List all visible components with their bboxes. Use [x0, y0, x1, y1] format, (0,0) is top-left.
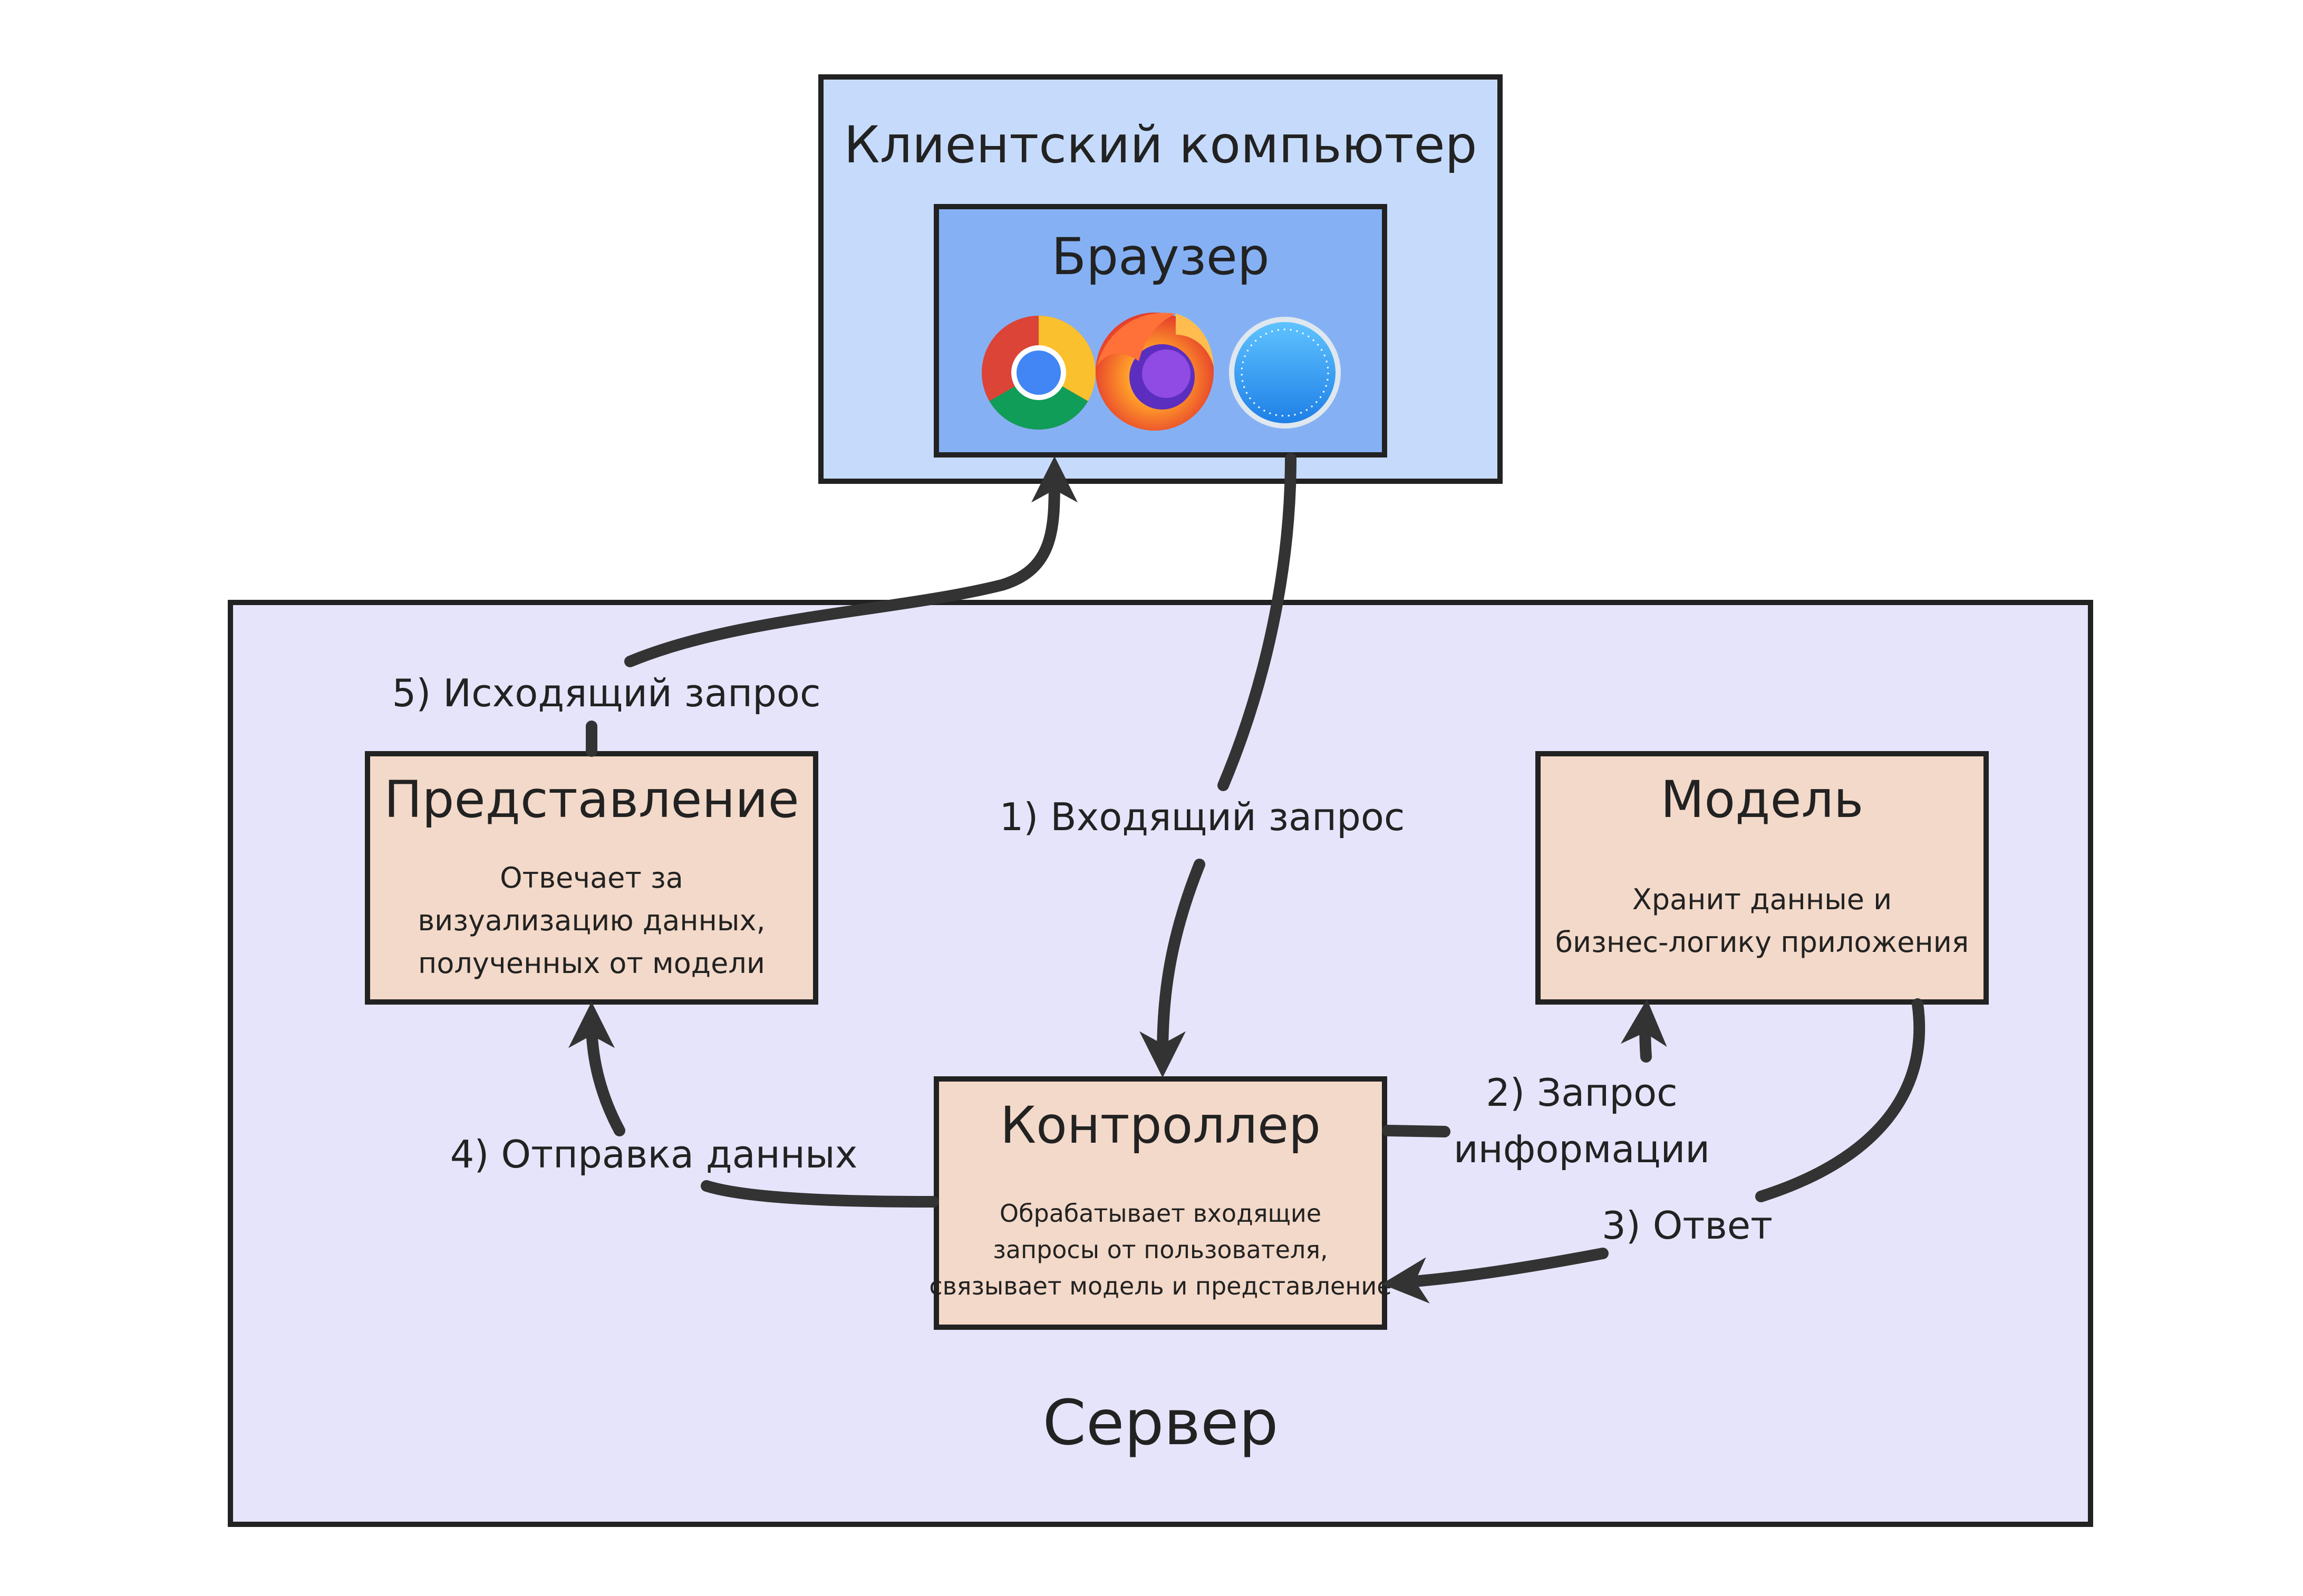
- chrome-icon: [982, 316, 1096, 430]
- edge-incoming-request: [1217, 453, 1296, 791]
- view-desc-line: Отвечает за: [500, 861, 683, 894]
- edge-info-request: [1382, 1125, 1450, 1137]
- firefox-icon: [1096, 313, 1214, 431]
- edge-outgoing-request-upper: [624, 456, 1078, 667]
- model-box: [1535, 751, 1989, 1005]
- edge-info-request-head: [1620, 999, 1667, 1063]
- edge-response: [1755, 998, 1925, 1202]
- safari-icon: [1229, 317, 1341, 429]
- edge-label-response: 3) Ответ: [1602, 1203, 1773, 1248]
- edge-label-info-request: информации: [1454, 1127, 1710, 1171]
- edge-send-data: [701, 1180, 939, 1208]
- edge-label-info-request: 2) Запрос: [1486, 1071, 1677, 1115]
- client-title: Клиентский компьютер: [844, 115, 1477, 174]
- edge-label-incoming: 1) Входящий запрос: [999, 795, 1405, 839]
- controller-box: [934, 1076, 1387, 1330]
- edge-label-outgoing: 5) Исходящий запрос: [392, 671, 820, 715]
- model-desc-line: Хранит данные и: [1632, 883, 1892, 916]
- controller-desc-line: связывает модель и представление: [929, 1272, 1391, 1300]
- server-title: Сервер: [1043, 1386, 1279, 1459]
- view-desc-line: визуализацию данных,: [418, 904, 765, 937]
- browser-title: Браузер: [1051, 227, 1269, 286]
- edge-label-send-data: 4) Отправка данных: [450, 1132, 858, 1176]
- view-title: Представление: [384, 770, 799, 829]
- view-desc-line: полученных от модели: [418, 947, 765, 980]
- model-desc-line: бизнес-логику приложения: [1555, 926, 1969, 959]
- edge-incoming-request-tail: [1139, 859, 1205, 1078]
- edge-response-tail: [1381, 1248, 1609, 1303]
- controller-desc-line: Обрабатывает входящие: [1000, 1199, 1321, 1228]
- controller-desc-line: запросы от пользователя,: [993, 1235, 1328, 1264]
- controller-title: Контроллер: [1000, 1096, 1321, 1155]
- edge-send-data-head: [568, 1001, 625, 1136]
- model-title: Модель: [1661, 770, 1864, 829]
